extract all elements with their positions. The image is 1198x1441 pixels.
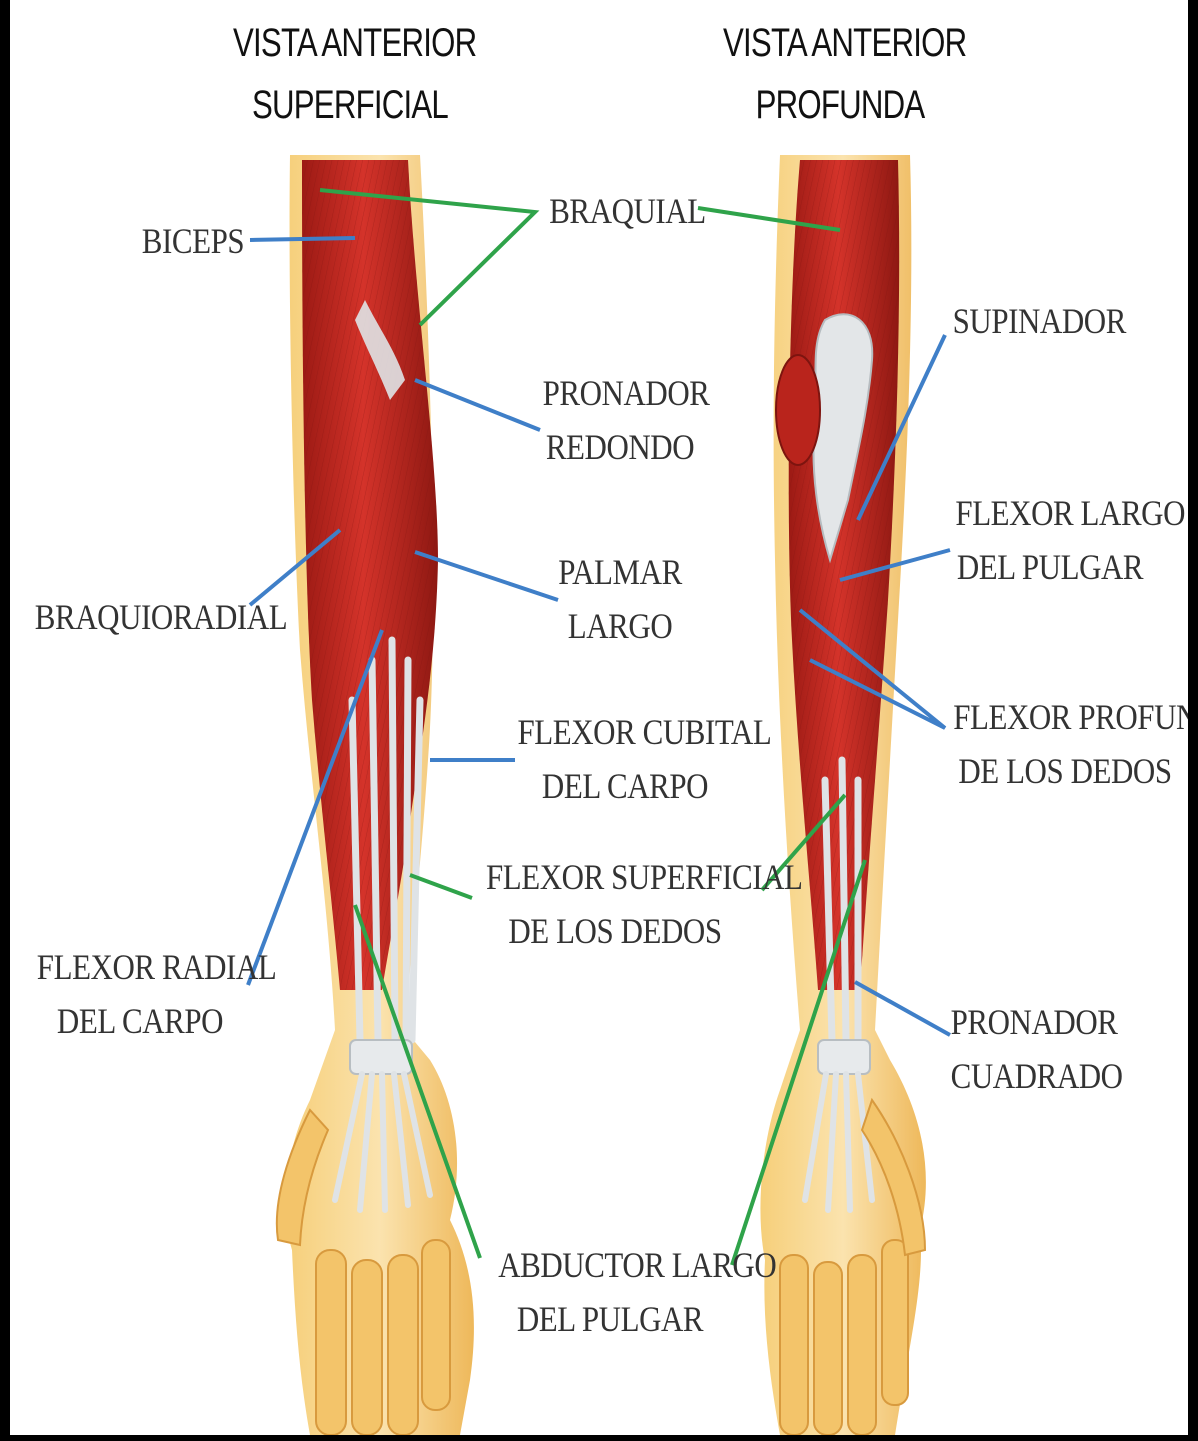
label-flexor-profundo-dedos: FLEXOR PROFUNDO DE LOS DEDOS — [953, 690, 1177, 798]
label-biceps: BICEPS — [137, 214, 249, 268]
label-flexor-largo-pulgar: FLEXOR LARGO DEL PULGAR — [955, 486, 1144, 594]
title-deep-line2: PROFUNDA — [723, 74, 957, 136]
deep-wrist-retinaculum — [818, 1040, 870, 1074]
label-braquioradial: BRAQUIORADIAL — [35, 590, 241, 644]
title-superficial-line2: SUPERFICIAL — [233, 74, 467, 136]
label-flexor-radial-carpo: FLEXOR RADIAL DEL CARPO — [37, 940, 243, 1048]
deep-cut-muscle-stump — [776, 355, 820, 465]
label-pronador-redondo: PRONADOR REDONDO — [543, 366, 698, 474]
title-superficial-line1: VISTA ANTERIOR — [233, 12, 467, 74]
title-deep-line1: VISTA ANTERIOR — [723, 12, 957, 74]
superficial-arm — [277, 155, 474, 1435]
leader-flexor-superficial-left — [410, 875, 472, 898]
label-abductor-largo-pulgar: ABDUCTOR LARGO DEL PULGAR — [498, 1238, 722, 1346]
leader-biceps — [250, 238, 355, 240]
title-superficial: VISTA ANTERIOR SUPERFICIAL — [233, 12, 467, 136]
title-deep: VISTA ANTERIOR PROFUNDA — [723, 12, 957, 136]
leader-pronador-redondo — [415, 380, 540, 430]
label-braquial: BRAQUIAL — [549, 184, 687, 238]
label-flexor-cubital-carpo: FLEXOR CUBITAL DEL CARPO — [518, 705, 733, 813]
label-supinador: SUPINADOR — [953, 294, 1108, 348]
label-palmar-largo: PALMAR LARGO — [551, 545, 689, 653]
label-pronador-cuadrado: PRONADOR CUADRADO — [951, 995, 1106, 1103]
label-flexor-superficial-dedos: FLEXOR SUPERFICIAL DE LOS DEDOS — [486, 850, 744, 958]
